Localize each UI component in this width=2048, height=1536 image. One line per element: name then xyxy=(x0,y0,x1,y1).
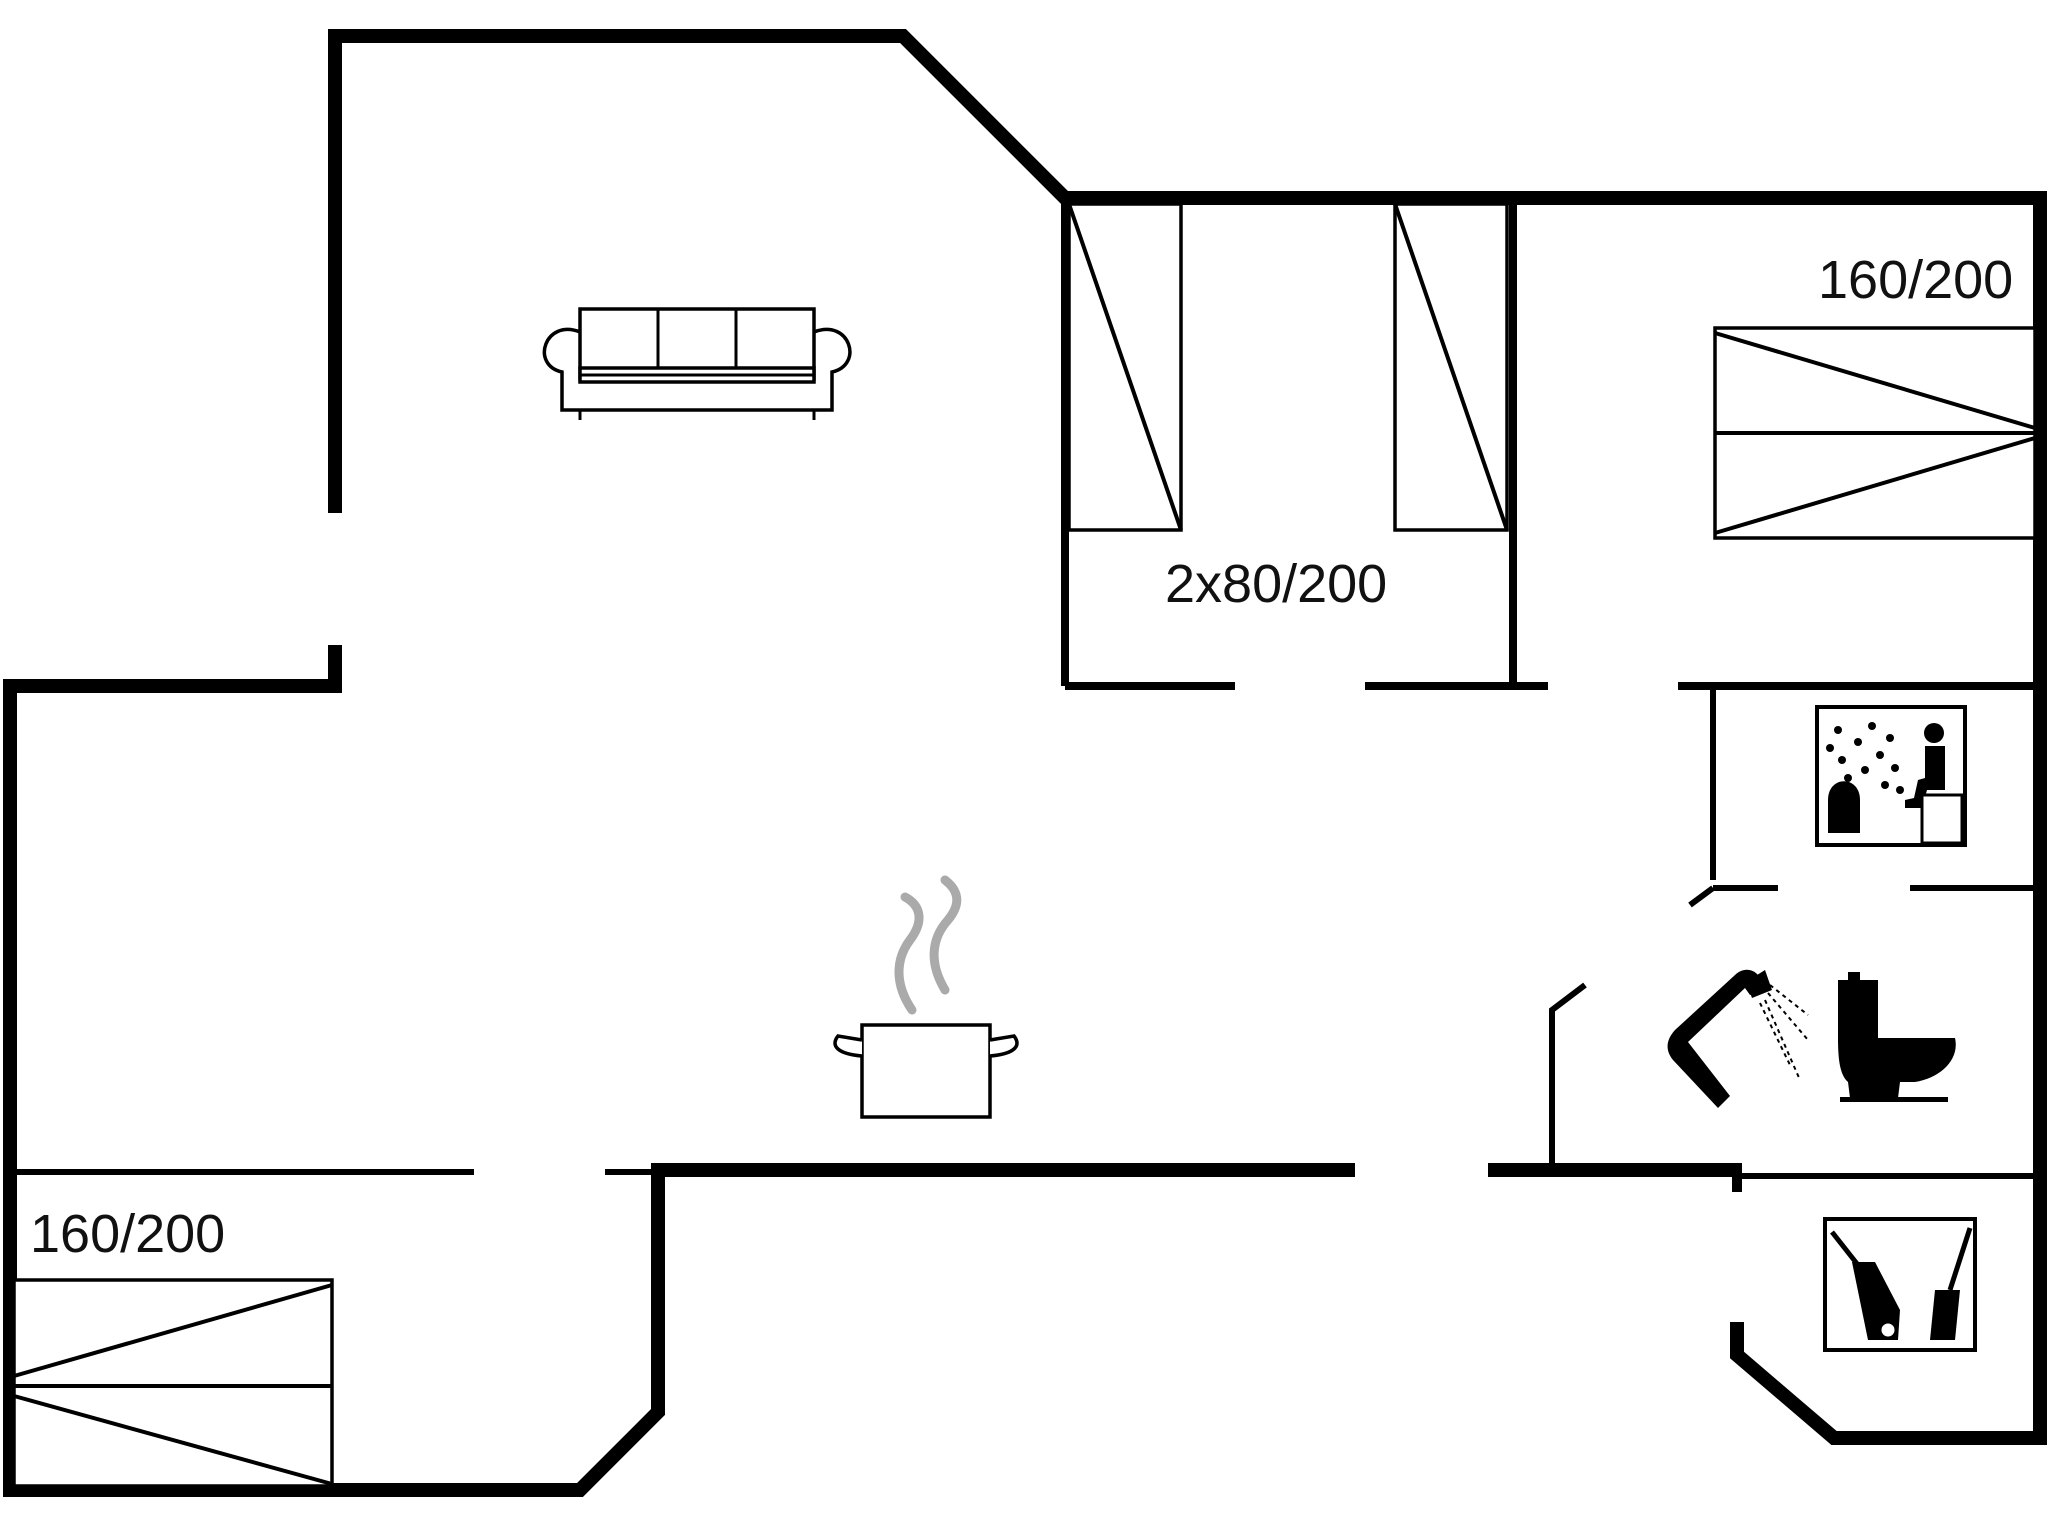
shower-icon xyxy=(1667,969,1809,1108)
outer-walls xyxy=(3,29,2047,1497)
sofa-icon xyxy=(542,307,852,420)
bedroom-twin-label: 2x80/200 xyxy=(1165,554,1387,614)
interior-walls xyxy=(10,198,2040,1192)
double-bed-bottom-left xyxy=(12,1278,334,1488)
toilet-icon xyxy=(1838,972,1956,1102)
double-bed-top-right xyxy=(1713,326,2037,540)
twin-bed-right xyxy=(1393,202,1509,532)
bedroom-top-right-label: 160/200 xyxy=(1818,250,2013,310)
bedroom-bottom-left-label: 160/200 xyxy=(30,1204,225,1264)
twin-bed-left xyxy=(1067,202,1183,532)
utility-room-icon xyxy=(1823,1217,1977,1352)
cooking-pot-icon xyxy=(833,875,1019,1119)
sauna-icon xyxy=(1815,705,1967,847)
